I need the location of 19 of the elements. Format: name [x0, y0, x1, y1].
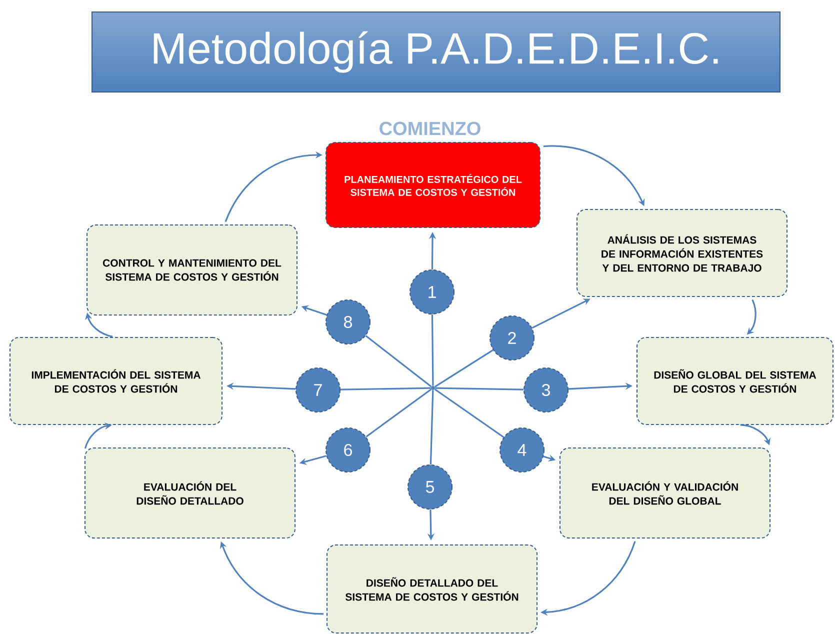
spoke-line [434, 388, 504, 438]
spoke-line [365, 335, 432, 388]
start-box: PLANEAMIENTO ESTRATÉGICO DEL SISTEMA DE COSTOS Y GESTIÓN [326, 142, 540, 228]
spoke-line [366, 388, 432, 438]
process-box: IMPLEMENTACIÓN DEL SISTEMA DE COSTOS Y GESTIÓN [10, 337, 222, 425]
hub-point [431, 386, 435, 390]
spoke-line [431, 314, 434, 386]
process-box: EVALUACIÓN Y VALIDACIÓN DEL DISEÑO GLOBAL [560, 448, 770, 538]
spoke-line [435, 387, 524, 390]
process-box: CONTROL Y MANTENIMIENTO DEL SISTEMA DE COSTOS Y GESTIÓN [86, 224, 298, 316]
process-box: DISEÑO GLOBAL DEL SISTEMA DE COSTOS Y GESTIÓN [636, 337, 834, 425]
process-box: DISEÑO DETALLADO DEL SISTEMA DE COSTOS Y GESTIÓN [326, 544, 538, 634]
spoke-line [340, 387, 431, 390]
start-label: COMIENZO [380, 122, 480, 136]
spoke-line [434, 349, 494, 388]
spoke-line [430, 390, 434, 465]
process-box: EVALUACIÓN DEL DISEÑO DETALLADO [84, 448, 296, 538]
process-box: ANÁLISIS DE LOS SISTEMAS DE INFORMACIÓN EXISTENTES Y DEL ENTORNO DE TRABAJO [576, 209, 788, 297]
title-banner: Metodología P.A.D.E.D.E.I.C. [92, 12, 780, 92]
